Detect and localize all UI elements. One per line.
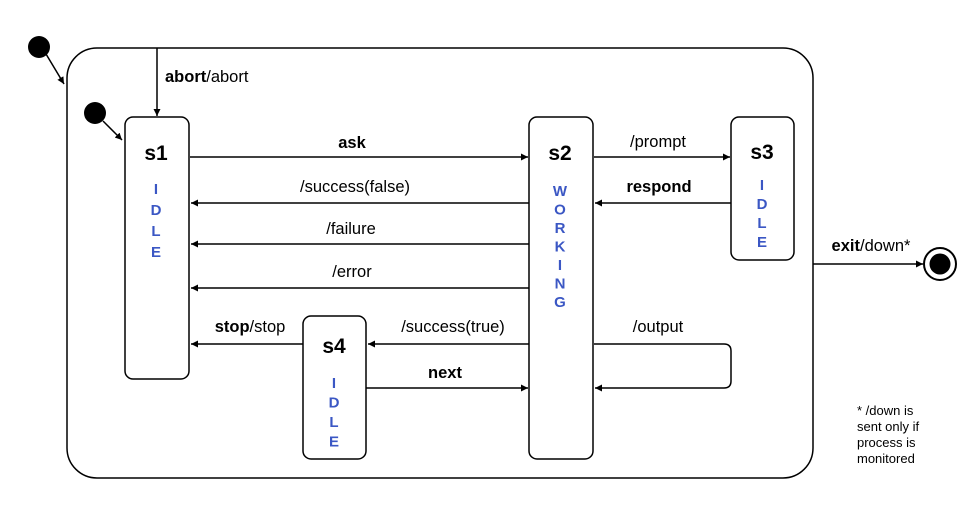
state-sub-letter: I [760,177,764,194]
state-sub-letter: N [555,276,566,293]
state-s4-name: s4 [322,335,346,358]
inner-initial-node [84,102,106,124]
state-sub-letter: W [553,183,568,200]
footnote-line-4: monitored [857,451,915,466]
state-sub-letter: D [757,196,768,213]
state-sub-letter: I [154,181,158,198]
state-sub-letter: G [554,294,566,311]
label-next: next [428,364,462,382]
state-sub-letter: L [329,414,338,431]
label-output: /output [633,318,684,336]
state-sub-letter: E [757,234,767,251]
state-s3-name: s3 [750,141,773,164]
inner-initial-edge [102,120,123,141]
label-exit-event: exit [832,237,861,255]
label-success-false: /success(false) [300,178,410,196]
state-sub-letter: K [555,239,566,256]
state-sub-letter: E [151,244,161,261]
label-stop-action: /stop [250,318,286,336]
state-sub-letter: R [555,220,566,237]
final-state-node [923,247,957,281]
edge-output [594,343,732,392]
label-prompt: /prompt [630,133,686,151]
label-success-true: /success(true) [401,318,505,336]
state-s3-box [730,116,795,261]
outer-initial-edge [45,53,65,85]
label-ask: ask [338,134,366,152]
state-sub-letter: L [757,215,766,232]
composite-state [66,47,814,479]
label-abort-event: abort [165,68,207,86]
state-sub-letter: D [151,202,162,219]
label-stop: stop/stop [215,318,286,336]
state-sub-letter: D [329,395,340,412]
label-failure: /failure [326,220,376,238]
label-error: /error [332,263,372,281]
state-sub-letter: I [558,257,562,274]
footnote-line-2: sent only if [857,419,920,434]
label-exit-action: /down* [860,237,911,255]
footnote: * /down is sent only if process is monit… [857,403,920,466]
footnote-line-3: process is [857,435,916,450]
state-sub-letter: E [329,434,339,451]
label-respond: respond [626,178,691,196]
state-s1-box [124,116,190,380]
label-abort: abort/abort [165,68,249,86]
outer-initial-node [28,36,50,58]
state-s1-name: s1 [144,142,168,165]
label-abort-action: /abort [206,68,249,86]
label-exit: exit/down* [832,237,911,255]
footnote-line-1: * /down is [857,403,914,418]
state-sub-letter: L [151,223,160,240]
state-sub-letter: O [554,202,566,219]
label-stop-event: stop [215,318,250,336]
final-state-inner-dot [929,253,951,275]
state-s2-name: s2 [548,142,571,165]
state-sub-letter: I [332,375,336,392]
